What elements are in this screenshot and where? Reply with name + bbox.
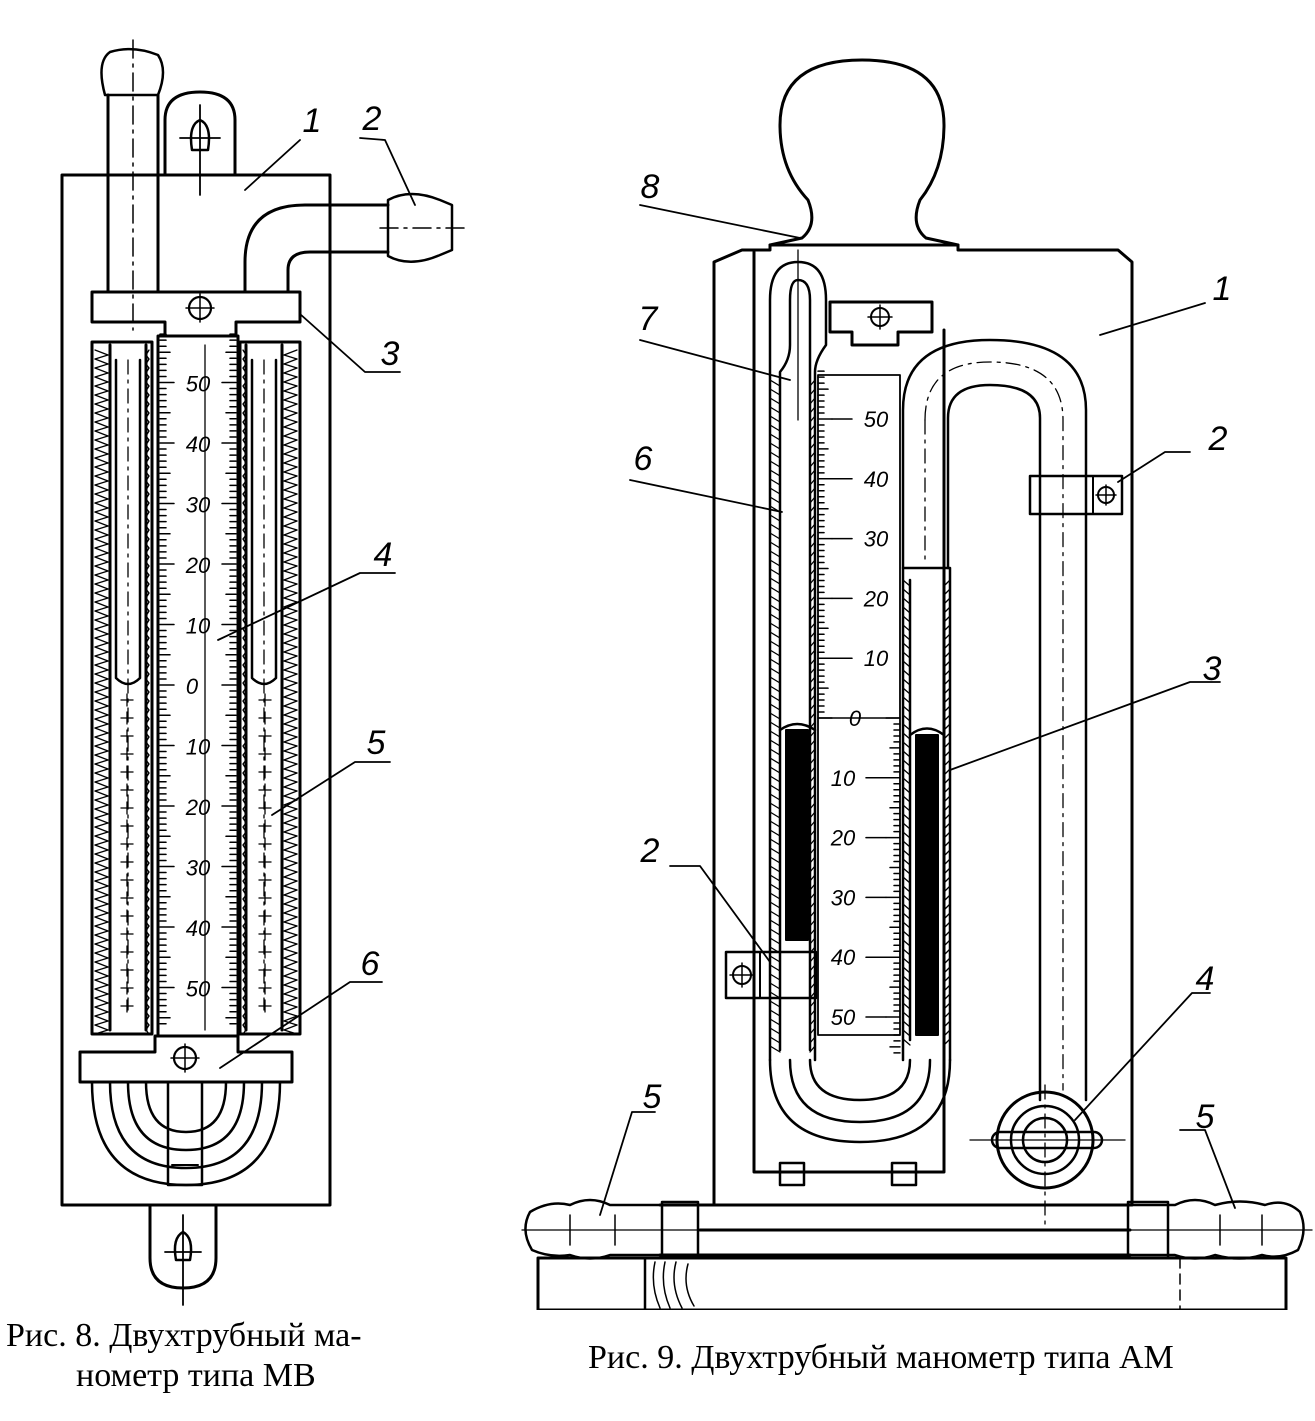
fig9-right-knob [1128,1198,1305,1260]
fig8-callout-5: 5 [367,724,386,762]
fig9-callout-2: 2 [1208,420,1228,458]
fig8-scale-label: 10 [186,614,211,639]
fig9-scale-label: 0 [849,706,862,731]
fig9-callout-5: 5 [1196,1098,1215,1136]
fig8-right-shield [238,340,302,1036]
fig8-scale-label: 30 [186,493,211,518]
fig9-callout-5: 5 [643,1078,662,1116]
fig9-right-hatching [902,579,951,1046]
fig8-u-bend [90,1080,282,1187]
fig9-head [768,58,960,247]
fig8-callout-1: 1 [303,102,322,140]
fig8-scale-label: 50 [186,977,211,1002]
figure-8-drawing: 50 40 30 20 10 0 10 20 30 40 50 1 2 3 4 5 6 [60,39,471,1306]
fig9-scale-ticks [817,370,901,1054]
fig8-outlet-fitting [386,192,454,263]
figure-9-drawing: 50 40 30 20 10 0 10 20 30 40 50 [521,58,1313,1312]
fig9-scale-label: 20 [863,586,889,611]
fig8-callout-2: 2 [362,100,382,138]
fig9-callout-2: 2 [640,832,660,870]
fig8-bottom-clamp [78,1034,294,1084]
fig9-scale-label: 40 [831,945,856,970]
fig9-left-clamp [724,950,818,1000]
figure-9-caption: Рис. 9. Двухтрубный манометр типа АМ [588,1339,1174,1376]
fig9-scale-plate [817,374,901,1036]
fig8-callout-4: 4 [374,536,393,574]
fig8-left-hatching [94,349,150,1035]
fig9-base-rail [658,1203,1132,1257]
fig8-callout-3: 3 [381,335,400,373]
fig9-top-clamp [828,300,934,347]
fig9-callout-1: 1 [1213,270,1232,308]
fig8-scale-label: 20 [185,553,211,578]
fig8-scale-label: 30 [186,856,211,881]
fig9-left-tube [768,260,828,1062]
fig8-elbow-pipe [243,203,390,294]
fig9-u-bend [768,1058,952,1144]
fig9-left-knob [524,1198,662,1260]
fig9-scale-label: 30 [864,527,889,552]
fig9-scale-label: 10 [864,646,889,671]
fig8-bottom-bracket [166,1080,204,1187]
fig8-scale-label: 10 [186,735,211,760]
fig9-scale-label: 30 [831,885,856,910]
fig9-board [712,243,1134,1207]
fig9-scale-labels: 50 40 30 20 10 0 10 20 30 40 50 [830,407,889,1030]
fig9-loop-pipe [901,338,1088,1102]
fig8-callout-labels: 1 2 3 4 5 6 [303,100,400,983]
fig9-callout-8: 8 [641,168,660,206]
fig8-scale-labels: 50 40 30 20 10 0 10 20 30 40 50 [185,372,211,1002]
fig8-scale-label: 40 [186,432,211,457]
fig8-scale-label: 0 [186,674,199,699]
figure-8-caption-line1: Рис. 8. Двухтрубный ма- [6,1317,362,1354]
fig8-left-shield [90,340,154,1036]
figure-8-caption: Рис. 8. Двухтрубный ма- нометр типа МВ [6,1316,426,1396]
fig8-scale-ticks [159,333,237,1025]
fig9-loop-clamp [1028,474,1124,516]
fig9-callout-6: 6 [634,440,653,478]
fig9-left-liquid [785,729,809,941]
fig9-callout-7: 7 [639,300,659,338]
fig9-right-liquid [915,734,939,1036]
fig9-scale-label: 10 [831,766,856,791]
fig8-scale-label: 20 [185,795,211,820]
fig9-scale-label: 50 [831,1005,856,1030]
fig8-scale-label: 50 [186,372,211,397]
fig8-scale-label: 40 [186,916,211,941]
fig9-scale-label: 50 [864,407,889,432]
fig9-wooden-base [536,1256,1288,1312]
fig8-inlet-fitting-top [100,47,165,97]
fig9-callout-3: 3 [1203,650,1222,688]
fig8-callout-6: 6 [361,945,380,983]
figure-8-caption-line2: нометр типа МВ [76,1357,316,1394]
fig8-board [60,173,332,1207]
fig9-scale-label: 40 [864,467,889,492]
fig9-callout-labels: 1 2 3 4 5 6 7 8 2 5 [634,168,1232,1136]
fig9-scale-label: 20 [830,826,856,851]
fig9-wood-grain [652,1261,695,1309]
fig8-top-hanger [163,90,237,177]
fig9-callout-4: 4 [1196,960,1215,998]
